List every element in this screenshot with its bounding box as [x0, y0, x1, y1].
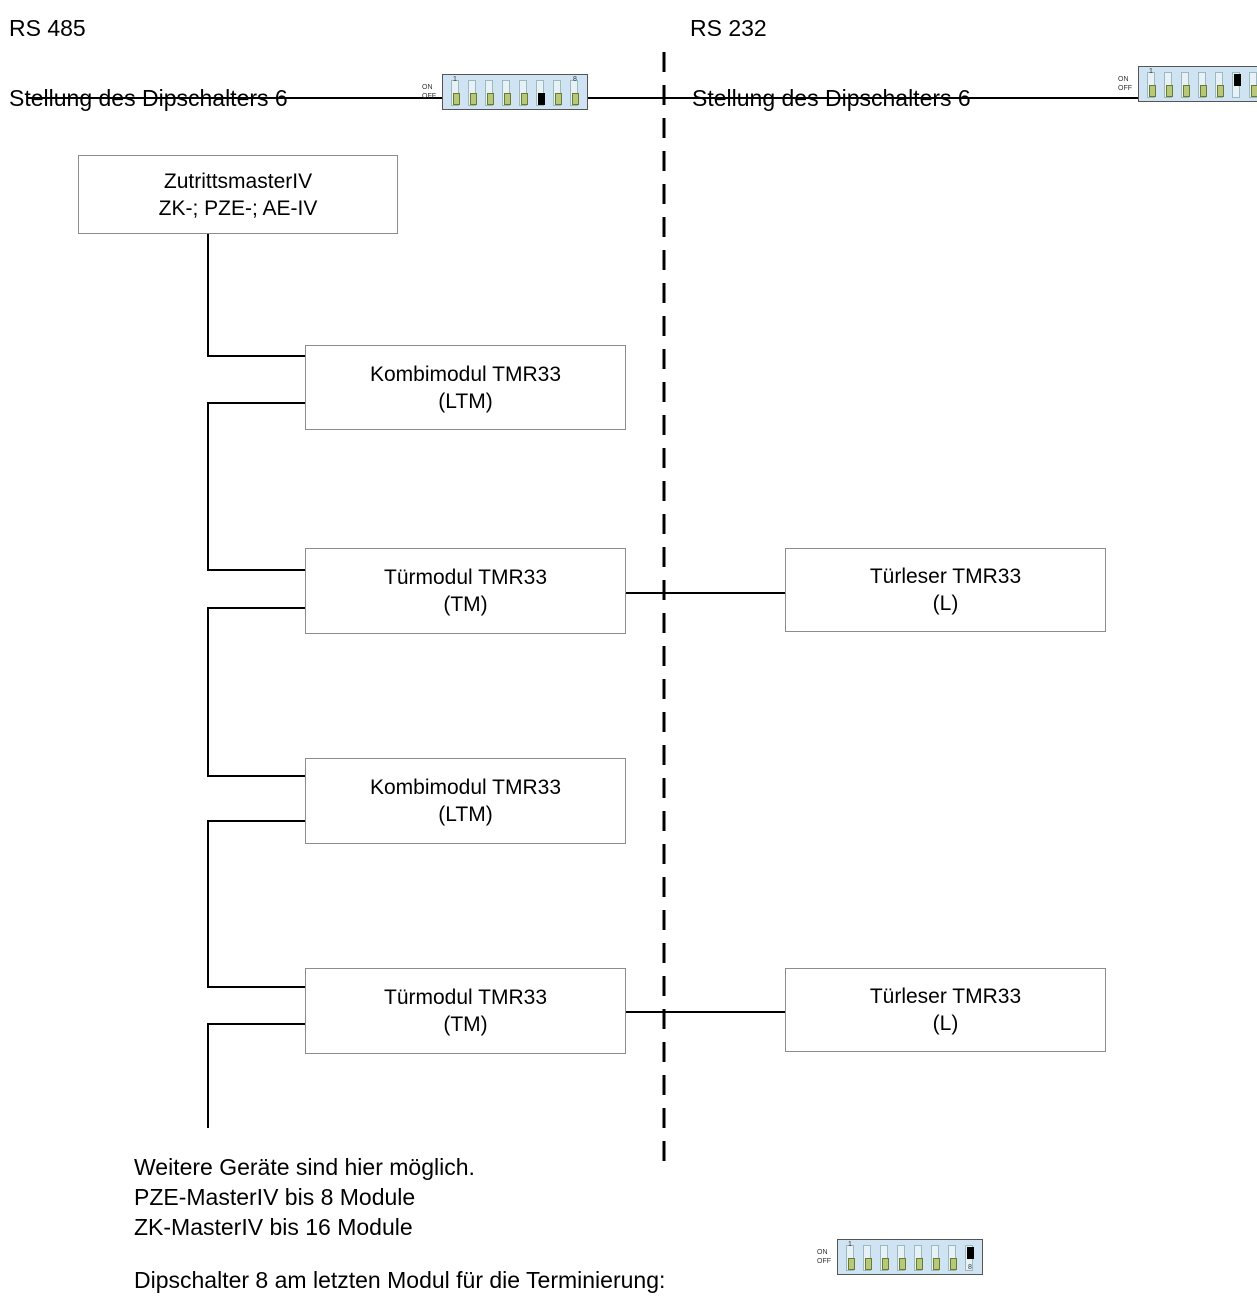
- bus-line-master-kombi1: [207, 234, 305, 357]
- dip-knob-5: [520, 93, 528, 105]
- dip-knob-2: [864, 1258, 872, 1270]
- node-tuerleser-1-line1: Türleser TMR33: [869, 565, 1022, 588]
- dip-knob-1: [847, 1258, 855, 1270]
- dip-knob-3: [1182, 85, 1190, 97]
- node-tuerleser-2-line1: Türleser TMR33: [869, 985, 1022, 1008]
- dip-slot-7: [948, 1245, 957, 1271]
- dip-slot-4: [502, 80, 511, 106]
- node-zutrittsmaster-line1: ZutrittsmasterIV: [163, 169, 313, 193]
- rs485-title: RS 485: [9, 15, 86, 41]
- dip-knob-1: [452, 93, 460, 105]
- node-tuerleser-1-line2: (L): [932, 592, 959, 615]
- dip-slot-1: [846, 1245, 855, 1271]
- dip-knob-2: [1165, 85, 1173, 97]
- dip-slot-3: [1181, 72, 1190, 98]
- dip-knob-4: [503, 93, 511, 105]
- node-kombimodul-1-line2: (LTM): [438, 389, 493, 413]
- dip-slot-5: [1215, 72, 1224, 98]
- node-zutrittsmaster: ZutrittsmasterIV ZK-; PZE-; AE-IV: [78, 155, 398, 234]
- dip-knob-6: [537, 93, 545, 105]
- dip-slot-1: [451, 80, 460, 106]
- dip-knob-3: [881, 1258, 889, 1270]
- dip-knob-3: [486, 93, 494, 105]
- node-kombimodul-2: Kombimodul TMR33 (LTM): [305, 758, 626, 844]
- dip-number-first: 1: [453, 76, 457, 83]
- dip-number-last: 8: [968, 1264, 972, 1271]
- dip-slot-4: [897, 1245, 906, 1271]
- node-kombimodul-2-line1: Kombimodul TMR33: [369, 776, 562, 799]
- node-kombimodul-1-line1: Kombimodul TMR33: [369, 362, 562, 386]
- dip-knob-8: [571, 93, 579, 105]
- dip-knob-4: [898, 1258, 906, 1270]
- dip-knob-6: [1233, 74, 1241, 86]
- dip-on-label: ON: [817, 1249, 828, 1256]
- dip-number-first: 1: [848, 1241, 852, 1248]
- bus-line-tuer2-continue: [207, 1023, 305, 1128]
- node-tuermodul-1: Türmodul TMR33 (TM): [305, 548, 626, 634]
- dip-off-label: OFF: [1118, 85, 1132, 92]
- bus-line-kombi1-tuer1: [207, 402, 305, 571]
- rs232-title: RS 232: [690, 15, 767, 41]
- dip-slot-4: [1198, 72, 1207, 98]
- rs232-dip-label: Stellung des Dipschalters 6: [692, 85, 971, 111]
- dip-number-last: 8: [573, 76, 577, 83]
- note-zk-limit: ZK-MasterIV bis 16 Module: [134, 1214, 413, 1240]
- dip-knob-8: [966, 1247, 974, 1259]
- dip-slot-6: [931, 1245, 940, 1271]
- rs485-dip-label: Stellung des Dipschalters 6: [9, 85, 288, 111]
- note-more-devices: Weitere Geräte sind hier möglich.: [134, 1154, 475, 1180]
- node-tuermodul-1-line1: Türmodul TMR33: [384, 566, 547, 589]
- dip-knob-6: [932, 1258, 940, 1270]
- node-tuermodul-1-line2: (TM): [443, 593, 488, 616]
- dip-slot-7: [1249, 72, 1257, 98]
- dip-knob-7: [554, 93, 562, 105]
- dip-off-label: OFF: [422, 93, 436, 100]
- node-kombimodul-2-line2: (LTM): [438, 803, 493, 826]
- dip-slot-3: [485, 80, 494, 106]
- dip-slot-8: [570, 80, 579, 106]
- node-tuermodul-2: Türmodul TMR33 (TM): [305, 968, 626, 1054]
- dip-slot-8: [965, 1245, 974, 1271]
- dip-knob-7: [1250, 85, 1257, 97]
- dip-slot-2: [468, 80, 477, 106]
- dip-number-first: 1: [1149, 68, 1153, 75]
- dip-slot-1: [1147, 72, 1156, 98]
- dip-off-label: OFF: [817, 1258, 831, 1265]
- dip-knob-5: [915, 1258, 923, 1270]
- dip-on-label: ON: [422, 84, 433, 91]
- dip-knob-5: [1216, 85, 1224, 97]
- dip-slot-3: [880, 1245, 889, 1271]
- dip-switch-body: 18: [1138, 66, 1257, 102]
- dip-slot-2: [1164, 72, 1173, 98]
- note-pze-limit: PZE-MasterIV bis 8 Module: [134, 1184, 416, 1210]
- node-kombimodul-1: Kombimodul TMR33 (LTM): [305, 345, 626, 430]
- dip-slot-5: [519, 80, 528, 106]
- node-tuerleser-1: Türleser TMR33 (L): [785, 548, 1106, 632]
- node-tuerleser-2: Türleser TMR33 (L): [785, 968, 1106, 1052]
- dip-slot-5: [914, 1245, 923, 1271]
- node-tuerleser-2-line2: (L): [932, 1012, 959, 1035]
- dip-knob-4: [1199, 85, 1207, 97]
- dip-knob-2: [469, 93, 477, 105]
- dip-slot-6: [1232, 72, 1241, 98]
- bus-line-kombi2-tuer2: [207, 820, 305, 988]
- dip-on-label: ON: [1118, 76, 1129, 83]
- note-termination: Dipschalter 8 am letzten Modul für die T…: [134, 1267, 666, 1293]
- bus-line-tuer1-kombi2: [207, 607, 305, 777]
- dip-knob-7: [949, 1258, 957, 1270]
- node-tuermodul-2-line1: Türmodul TMR33: [384, 986, 547, 1009]
- dip-slot-7: [553, 80, 562, 106]
- dip-knob-1: [1148, 85, 1156, 97]
- dip-slot-2: [863, 1245, 872, 1271]
- node-tuermodul-2-line2: (TM): [443, 1013, 488, 1036]
- node-zutrittsmaster-line2: ZK-; PZE-; AE-IV: [158, 196, 318, 220]
- dip-slot-6: [536, 80, 545, 106]
